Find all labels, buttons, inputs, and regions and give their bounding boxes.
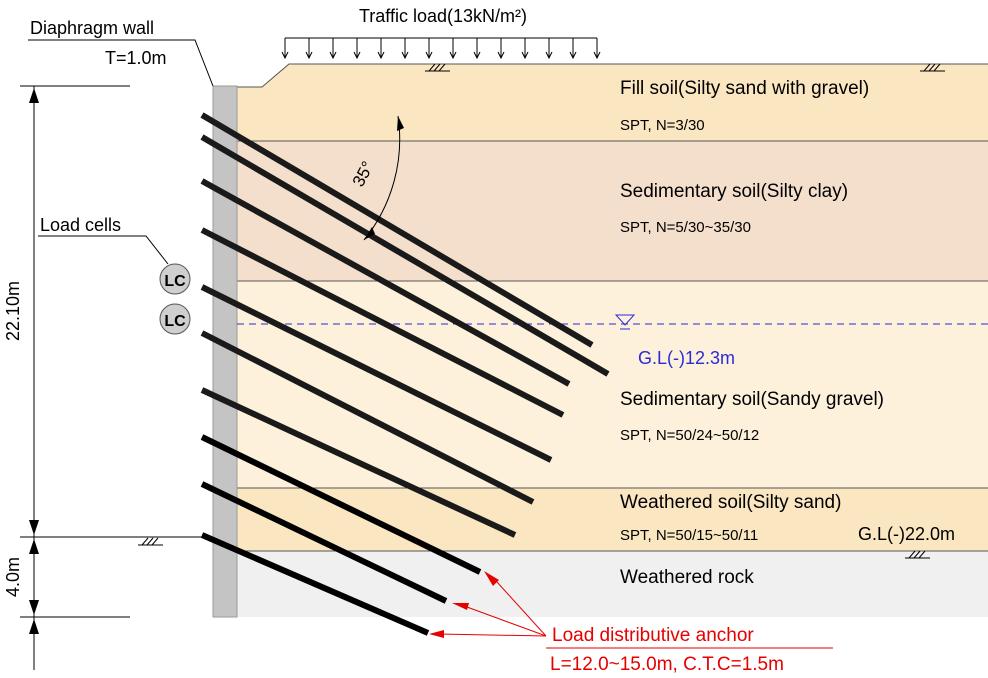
load-arrow-head (449, 51, 457, 60)
load-arrow-head (593, 51, 601, 60)
base-level-label: G.L(-)22.0m (858, 524, 955, 544)
load-arrow-head (545, 51, 553, 60)
anchor-8 (200, 434, 482, 575)
anchor-1 (200, 112, 594, 348)
load-arrow-head (281, 51, 289, 60)
layer-fill-soil (237, 64, 988, 141)
anchor-callout-spec: L=12.0~15.0m, C.T.C=1.5m (550, 654, 784, 675)
anchor-9 (200, 481, 448, 604)
dimension-lower: 4.0m (3, 557, 23, 597)
load-arrow-head (569, 51, 577, 60)
layer-labels: Fill soil(Silty sand with gravel) SPT, N… (620, 78, 955, 588)
load-arrow-head (305, 51, 313, 60)
anchor-callout: Load distributive anchor L=12.0~15.0m, C… (429, 571, 833, 675)
anchor-5 (200, 284, 553, 463)
layer-weathered-rock (237, 551, 988, 617)
wall-label: Diaphragm wall T=1.0m (28, 18, 214, 87)
load-arrow-head (521, 51, 529, 60)
layer-2-spt: SPT, N=5/30~35/30 (620, 219, 751, 236)
traffic-load-label: Traffic load(13kN/m²) (359, 6, 527, 26)
dimension-upper: 22.10m (3, 281, 23, 341)
layer-2-name: Sedimentary soil(Silty clay) (620, 181, 848, 202)
load-arrow-head (353, 51, 361, 60)
ground-surface (237, 63, 988, 88)
anchor-4 (200, 227, 565, 418)
load-cell-1-label: LC (164, 273, 186, 290)
water-table-icon (614, 314, 636, 326)
load-arrow-head (497, 51, 505, 60)
load-arrow-head (425, 51, 433, 60)
load-cell-1 (159, 263, 191, 295)
layer-weathered-soil (237, 488, 988, 551)
layer-5-name: Weathered rock (620, 567, 754, 588)
load-cells: Load cells LC LC (38, 215, 191, 335)
load-cell-2-label: LC (164, 313, 186, 330)
ground-hatch-symbols (138, 63, 945, 559)
load-arrow-head (473, 51, 481, 60)
layer-4-spt: SPT, N=50/15~50/11 (620, 527, 758, 544)
anchor-2 (200, 134, 610, 377)
load-cell-2 (159, 303, 191, 335)
load-arrow-head (329, 51, 337, 60)
wall-thickness: T=1.0m (105, 48, 167, 68)
anchor-7 (200, 387, 517, 538)
load-arrow-head (401, 51, 409, 60)
layer-1-name: Fill soil(Silty sand with gravel) (620, 78, 869, 99)
groundwater-label: G.L(-)12.3m (638, 348, 735, 368)
layer-3-name: Sedimentary soil(Sandy gravel) (620, 389, 884, 410)
anchor-10 (200, 532, 430, 636)
load-arrow-head (377, 51, 385, 60)
dimension-lines (20, 85, 212, 670)
layer-sandy-gravel (237, 281, 988, 488)
layer-1-spt: SPT, N=3/30 (620, 117, 705, 134)
anchors (200, 112, 610, 636)
anchor-6 (200, 330, 535, 505)
anchor-callout-title: Load distributive anchor (552, 625, 754, 646)
layer-4-name: Weathered soil(Silty sand) (620, 492, 841, 513)
wall-name: Diaphragm wall (30, 18, 154, 38)
load-cells-label: Load cells (40, 215, 121, 235)
groundwater: G.L(-)12.3m (237, 314, 988, 368)
layer-3-spt: SPT, N=50/24~50/12 (620, 427, 759, 444)
anchor-3 (200, 178, 571, 387)
traffic-load: Traffic load(13kN/m²) (281, 6, 601, 60)
